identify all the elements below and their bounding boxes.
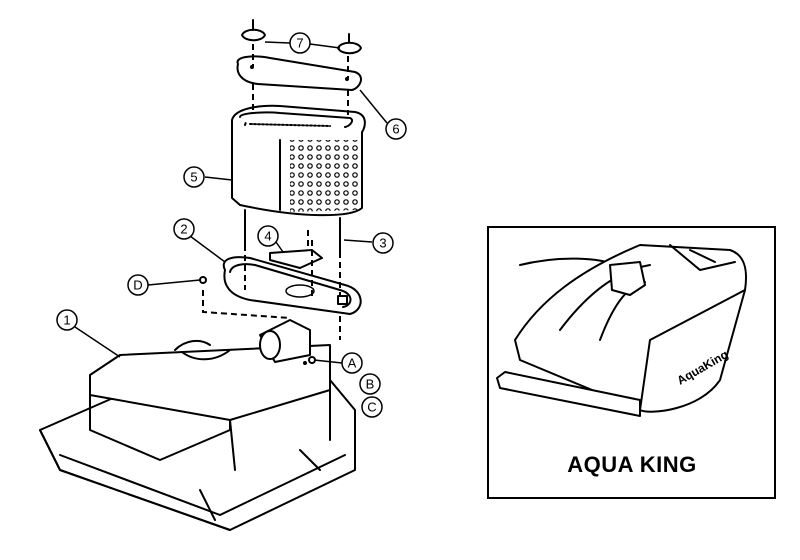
assembly-guide-lines xyxy=(202,44,349,340)
svg-text:C: C xyxy=(367,400,376,415)
elbow-connector xyxy=(259,319,311,363)
svg-text:6: 6 xyxy=(392,122,399,137)
callout-3: 3 xyxy=(372,232,394,254)
base-unit xyxy=(39,339,356,531)
callout-A: A xyxy=(341,352,363,374)
svg-text:A: A xyxy=(348,356,357,371)
product-inset: AquaKing xyxy=(487,226,776,499)
svg-text:5: 5 xyxy=(190,170,197,185)
callout-B: B xyxy=(359,373,381,395)
callout-1: 1 xyxy=(56,309,78,331)
callout-4: 4 xyxy=(257,225,279,247)
filter-lid xyxy=(236,55,362,91)
svg-text:4: 4 xyxy=(264,229,271,244)
product-name-label: AQUA KING xyxy=(567,452,697,477)
svg-text:7: 7 xyxy=(296,36,303,51)
callout-2: 2 xyxy=(173,218,195,240)
svg-text:1: 1 xyxy=(63,313,70,328)
svg-text:2: 2 xyxy=(180,222,187,237)
filter-mesh xyxy=(290,140,358,212)
callout-6: 6 xyxy=(385,118,407,140)
bottom-plate xyxy=(222,256,362,315)
svg-text:B: B xyxy=(366,377,375,392)
callout-D: D xyxy=(127,274,149,296)
wing-knobs xyxy=(241,19,362,55)
svg-text:3: 3 xyxy=(379,236,386,251)
filter-cartridge xyxy=(231,104,366,253)
leader-lines xyxy=(74,41,388,364)
callout-C: C xyxy=(361,396,383,418)
svg-text:D: D xyxy=(133,278,142,293)
callout-7: 7 xyxy=(289,32,311,54)
callout-5: 5 xyxy=(183,166,205,188)
